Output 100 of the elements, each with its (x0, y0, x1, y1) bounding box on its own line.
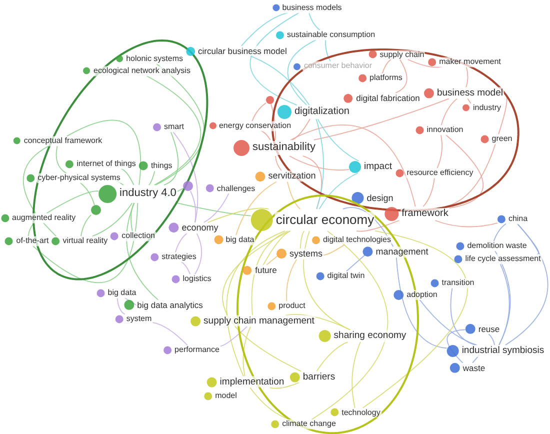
keyword-label: logistics (182, 274, 212, 284)
link-line (222, 230, 302, 372)
link-line (434, 220, 498, 228)
link-line (260, 130, 271, 140)
keyword-label: sustainability (252, 141, 316, 155)
keyword-label: industry 4.0 (118, 187, 178, 201)
link-line (516, 223, 540, 255)
link-line (152, 322, 188, 346)
link-line (92, 202, 133, 237)
keyword-label: circular business model (197, 46, 288, 56)
link-line (175, 232, 188, 253)
keyword-label: supply chain management (202, 315, 316, 327)
link-line (300, 230, 305, 250)
keyword-label: of-the-art (15, 236, 50, 246)
keyword-label: climate change (281, 419, 337, 430)
link-line (467, 98, 472, 104)
keyword-label: barriers (302, 371, 336, 383)
link-line (220, 326, 248, 347)
keyword-label: green (490, 134, 514, 144)
keyword-label: framework (400, 208, 450, 220)
link-line (250, 12, 300, 106)
link-line (126, 202, 159, 300)
link-line (316, 342, 348, 372)
keyword-label: things (150, 161, 174, 171)
link-line (292, 118, 310, 140)
link-line (504, 223, 548, 346)
keyword-label: conceptual framework (22, 136, 104, 146)
keyword-label: digital twin (326, 271, 366, 281)
link-line (303, 230, 351, 330)
keyword-label: design (366, 193, 394, 204)
keyword-label: business models (281, 3, 343, 13)
keyword-label: model (214, 391, 238, 401)
link-line (180, 261, 191, 275)
keyword-label: impact (363, 161, 393, 173)
link-line (493, 223, 506, 242)
link-line (28, 222, 35, 237)
link-line (176, 202, 252, 216)
link-line (226, 230, 286, 377)
link-line (311, 230, 388, 420)
link-line (318, 172, 358, 210)
link-line (46, 190, 99, 214)
keyword-label: waste (462, 362, 486, 374)
keyword-label: sustainable consumption (286, 30, 376, 40)
link-line (275, 156, 282, 172)
keyword-label: smart (162, 122, 185, 132)
link-line (56, 145, 67, 174)
link-line (252, 102, 266, 122)
keyword-label: industry (472, 103, 502, 113)
link-line (240, 12, 288, 46)
keyword-label: demolition waste (466, 241, 528, 251)
link-line (356, 220, 400, 232)
link-line (419, 299, 478, 346)
keyword-label: performance (174, 345, 220, 355)
link-line (32, 202, 138, 284)
link-line (395, 59, 408, 94)
link-line (190, 190, 196, 223)
link-line (287, 39, 317, 106)
keyword-label: servitization (267, 171, 317, 182)
link-line (251, 230, 288, 316)
link-line (445, 143, 496, 207)
link-line (362, 230, 468, 408)
link-line (436, 134, 442, 169)
link-line (346, 254, 366, 272)
keyword-label: digitalization (293, 106, 350, 118)
keyword-label: consumer behavior (302, 61, 373, 72)
keyword-label: cyber-physical systems (36, 173, 122, 183)
keyword-label: resource efficiency (406, 168, 474, 178)
link-line (382, 59, 392, 74)
keyword-label: implementation (218, 376, 286, 388)
keyword-label: economy (180, 222, 220, 234)
keyword-label: collection (120, 231, 156, 241)
link-line (313, 98, 450, 140)
keyword-label: china (507, 214, 529, 224)
link-line (498, 263, 510, 346)
link-line (164, 131, 179, 186)
keyword-label: holonic systems (125, 54, 184, 64)
link-line (80, 182, 95, 206)
keyword-label: transition (440, 278, 476, 288)
keyword-label: adoption (406, 290, 438, 300)
link-line (445, 134, 484, 209)
link-line (422, 177, 435, 207)
link-line (290, 124, 416, 207)
keyword-label: big data (224, 235, 256, 245)
link-line (172, 131, 198, 223)
keyword-label: industrial symbiosis (460, 345, 546, 357)
keyword-label: big data analytics (136, 300, 204, 310)
keyword-label: big data (106, 288, 138, 298)
link-line (250, 387, 290, 420)
link-line (22, 145, 50, 214)
link-line (116, 297, 126, 315)
keyword-label: supply chain (378, 50, 426, 60)
keyword-label: strategies (160, 252, 198, 262)
link-line (266, 255, 278, 266)
link-line (250, 56, 310, 106)
link-line (286, 258, 298, 302)
keyword-label: technology (340, 408, 382, 418)
link-line (269, 382, 300, 389)
link-line (440, 98, 458, 126)
link-line (146, 75, 202, 186)
keyword-label: circular economy (274, 212, 376, 228)
